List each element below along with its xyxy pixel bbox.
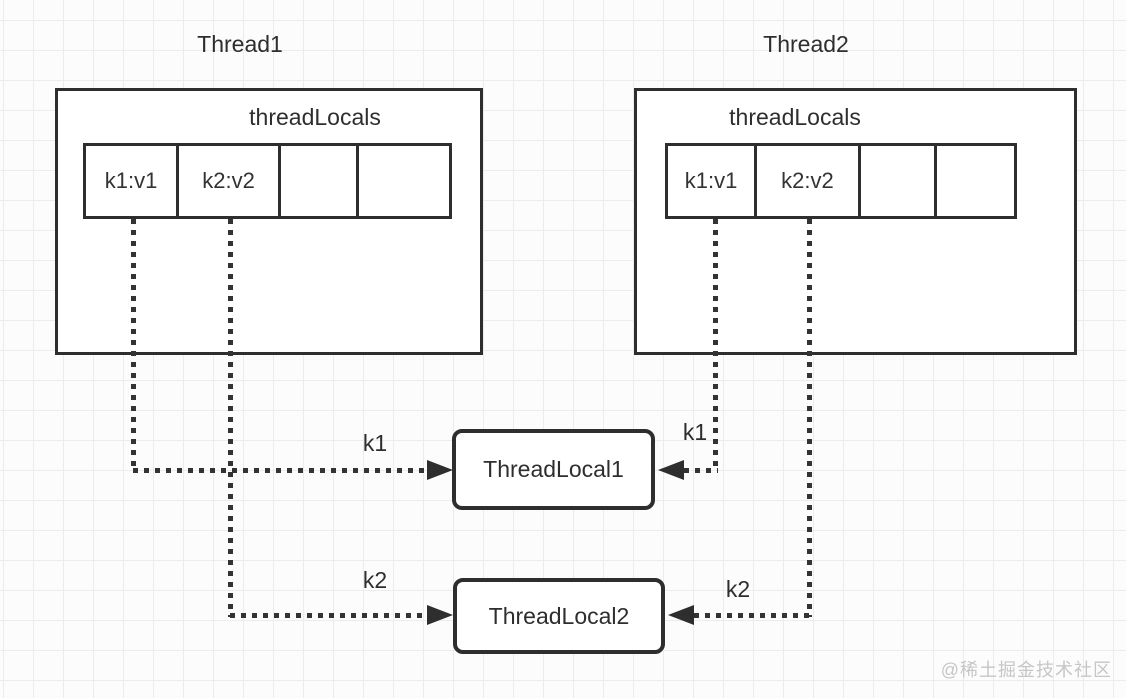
edge-thread2-k2-horizontal-line — [694, 613, 812, 618]
thread1-slot-2 — [281, 146, 359, 216]
thread2-slot-table: k1:v1 k2:v2 — [665, 143, 1017, 219]
edge-label-thread2-k1: k1 — [682, 419, 708, 445]
arrowhead-thread2-k1-icon — [658, 460, 684, 480]
arrowhead-thread1-k1-icon — [427, 460, 453, 480]
thread1-title: Thread1 — [197, 31, 283, 57]
thread2-threadlocals-label: threadLocals — [729, 104, 861, 130]
edge-thread1-k2-vertical-line — [228, 219, 233, 617]
threadlocal1-box: ThreadLocal1 — [452, 429, 655, 510]
edge-thread1-k2-horizontal-line — [230, 613, 427, 618]
edge-label-thread1-k2: k2 — [362, 567, 388, 593]
arrowhead-thread2-k2-icon — [668, 605, 694, 625]
thread1-slot-3 — [359, 146, 449, 216]
edge-thread1-k1-vertical-line — [131, 219, 136, 472]
thread2-slot-0: k1:v1 — [668, 146, 758, 216]
edge-thread2-k1-vertical-line — [713, 219, 718, 472]
thread1-slot-table: k1:v1 k2:v2 — [83, 143, 452, 219]
edge-thread1-k1-horizontal-line — [133, 468, 427, 473]
edge-thread2-k2-vertical-line — [807, 219, 812, 617]
threadlocal2-box: ThreadLocal2 — [453, 578, 665, 654]
thread2-slot-2 — [861, 146, 938, 216]
edge-label-thread1-k1: k1 — [362, 430, 388, 456]
watermark: @稀土掘金技术社区 — [940, 660, 1112, 680]
edge-label-thread2-k2: k2 — [725, 576, 751, 602]
edge-thread2-k1-horizontal-line — [684, 468, 718, 473]
thread2-title: Thread2 — [763, 31, 849, 57]
thread1-slot-1: k2:v2 — [179, 146, 281, 216]
thread2-slot-1: k2:v2 — [757, 146, 861, 216]
thread1-slot-0: k1:v1 — [86, 146, 180, 216]
thread2-slot-3 — [937, 146, 1014, 216]
thread1-threadlocals-label: threadLocals — [249, 104, 381, 130]
thread2-box — [634, 88, 1077, 355]
thread1-box — [55, 88, 483, 355]
arrowhead-thread1-k2-icon — [427, 605, 453, 625]
